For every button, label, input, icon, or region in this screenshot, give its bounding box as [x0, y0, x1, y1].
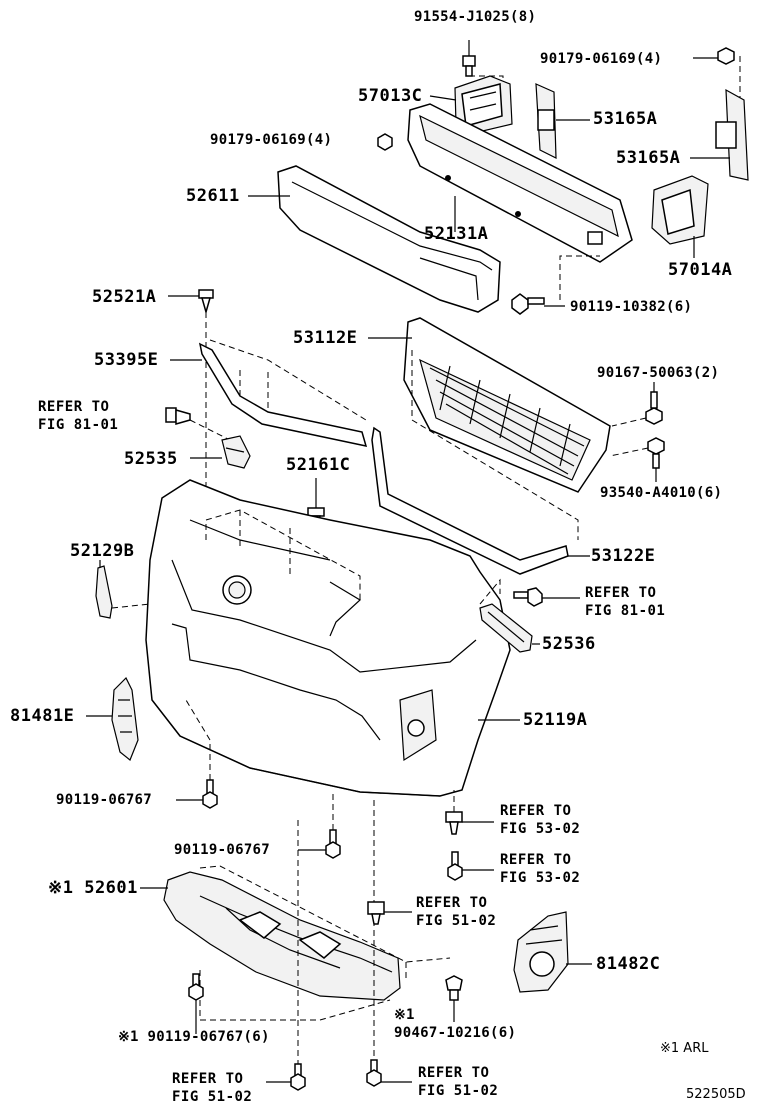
- label-57013c: 57013C: [358, 86, 423, 106]
- refer-figure: FIG 53-02: [500, 870, 581, 886]
- bracket-53165a-right-icon: [715, 88, 749, 181]
- refer-fig-53-02-b: REFER TO FIG 53-02: [500, 851, 580, 887]
- refer-label: REFER TO: [416, 895, 488, 911]
- refer-fig-51-02-a: REFER TO FIG 51-02: [416, 894, 496, 930]
- label-90167-50063: 90167-50063(2): [597, 365, 720, 381]
- label-53122e: 53122E: [591, 546, 656, 566]
- clip-refer-53-02-a-icon: [445, 811, 463, 835]
- bracket-57014a-icon: [651, 175, 709, 245]
- refer-figure: FIG 51-02: [416, 913, 497, 929]
- label-81481e: 81481E: [10, 706, 75, 726]
- refer-label: REFER TO: [38, 399, 110, 415]
- label-52129b: 52129B: [70, 541, 135, 561]
- label-81482c: 81482C: [596, 954, 661, 974]
- label-90179-06169-upper: 90179-06169(4): [540, 51, 663, 67]
- bumper-reinforcement-52131a-icon: [407, 103, 633, 263]
- label-53165a-right: 53165A: [616, 148, 681, 168]
- bolt-91554-icon: [462, 55, 476, 77]
- bolt-90119-06767-a-icon: [202, 779, 218, 809]
- molding-53122e-icon: [371, 426, 569, 575]
- bumper-cover-52119a-icon: [145, 479, 511, 797]
- fog-cover-81482c-icon: [513, 911, 569, 993]
- label-90179-06169-left: 90179-06169(4): [210, 132, 333, 148]
- clip-90467-icon: [445, 975, 463, 1001]
- label-52119a: 52119A: [523, 710, 588, 730]
- refer-fig-51-02-b: REFER TO FIG 51-02: [172, 1070, 252, 1106]
- label-90119-10382: 90119-10382(6): [570, 299, 693, 315]
- radiator-grille-53112e-icon: [403, 317, 611, 493]
- footnote-arl: ※1 ARL: [660, 1041, 709, 1056]
- label-52131a: 52131A: [424, 224, 489, 244]
- clip-52521a-icon: [198, 289, 214, 315]
- retainer-52536-icon: [479, 603, 533, 653]
- screw-refer-53-02-b-icon: [447, 851, 463, 881]
- label-53395e: 53395E: [94, 350, 159, 370]
- refer-figure: FIG 81-01: [38, 417, 119, 433]
- refer-figure: FIG 81-01: [585, 603, 666, 619]
- bracket-53165a-left-icon: [535, 83, 557, 159]
- nut-90179-left-icon: [377, 133, 393, 151]
- refer-fig-53-02-a: REFER TO FIG 53-02: [500, 802, 580, 838]
- label-90119-06767-b: 90119-06767: [174, 842, 271, 858]
- label-52161c: 52161C: [286, 455, 351, 475]
- label-52536: 52536: [542, 634, 596, 654]
- retainer-52535-icon: [221, 435, 251, 469]
- cover-52129b-icon: [95, 565, 113, 619]
- cover-81481e-icon: [111, 676, 139, 761]
- refer-label: REFER TO: [500, 803, 572, 819]
- label-93540-a4010: 93540-A4010(6): [600, 485, 723, 501]
- bolt-90119-06767-c-icon: [188, 973, 204, 1001]
- bolt-refer-51-02-b-icon: [290, 1063, 306, 1091]
- drawing-code: 522505D: [686, 1087, 746, 1102]
- bolt-90119-10382-icon: [511, 293, 545, 315]
- molding-53395e-icon: [198, 342, 368, 447]
- label-53112e: 53112E: [293, 328, 358, 348]
- bolt-refer-51-02-c-icon: [366, 1059, 382, 1087]
- label-57014a: 57014A: [668, 260, 733, 280]
- label-90467-10216: 90467-10216(6): [394, 1025, 517, 1041]
- bracket-57013c-icon: [454, 75, 513, 135]
- label-90119-06767-c: ※1 90119-06767(6): [118, 1029, 270, 1045]
- refer-figure: FIG 53-02: [500, 821, 581, 837]
- refer-fig-51-02-c: REFER TO FIG 51-02: [418, 1064, 498, 1100]
- label-52535: 52535: [124, 449, 178, 469]
- refer-label: REFER TO: [500, 852, 572, 868]
- label-52601: ※1 52601: [48, 878, 138, 898]
- bolt-refer-81-01-right-icon: [513, 587, 543, 607]
- refer-label: REFER TO: [172, 1071, 244, 1087]
- refer-figure: FIG 51-02: [172, 1089, 253, 1105]
- nut-90179-upper-icon: [717, 47, 735, 65]
- label-52521a: 52521A: [92, 287, 157, 307]
- screw-90167-icon: [645, 391, 663, 425]
- clip-refer-51-02-a-icon: [367, 901, 385, 925]
- label-53165a-left: 53165A: [593, 109, 658, 129]
- bolt-90119-06767-b-icon: [325, 829, 341, 859]
- undercover-52601-icon: [163, 871, 401, 1001]
- label-90467-mark: ※1: [394, 1007, 415, 1023]
- refer-label: REFER TO: [585, 585, 657, 601]
- refer-label: REFER TO: [418, 1065, 490, 1081]
- label-90119-06767-a: 90119-06767: [56, 792, 153, 808]
- label-52611: 52611: [186, 186, 240, 206]
- refer-fig-81-01-left: REFER TO FIG 81-01: [38, 398, 118, 434]
- screw-93540-icon: [647, 437, 665, 469]
- label-91554-j1025: 91554-J1025(8): [414, 9, 537, 25]
- energy-absorber-52611-icon: [277, 165, 501, 313]
- refer-fig-81-01-right: REFER TO FIG 81-01: [585, 584, 665, 620]
- refer-figure: FIG 51-02: [418, 1083, 499, 1099]
- bolt-refer-81-01-icon: [165, 407, 191, 425]
